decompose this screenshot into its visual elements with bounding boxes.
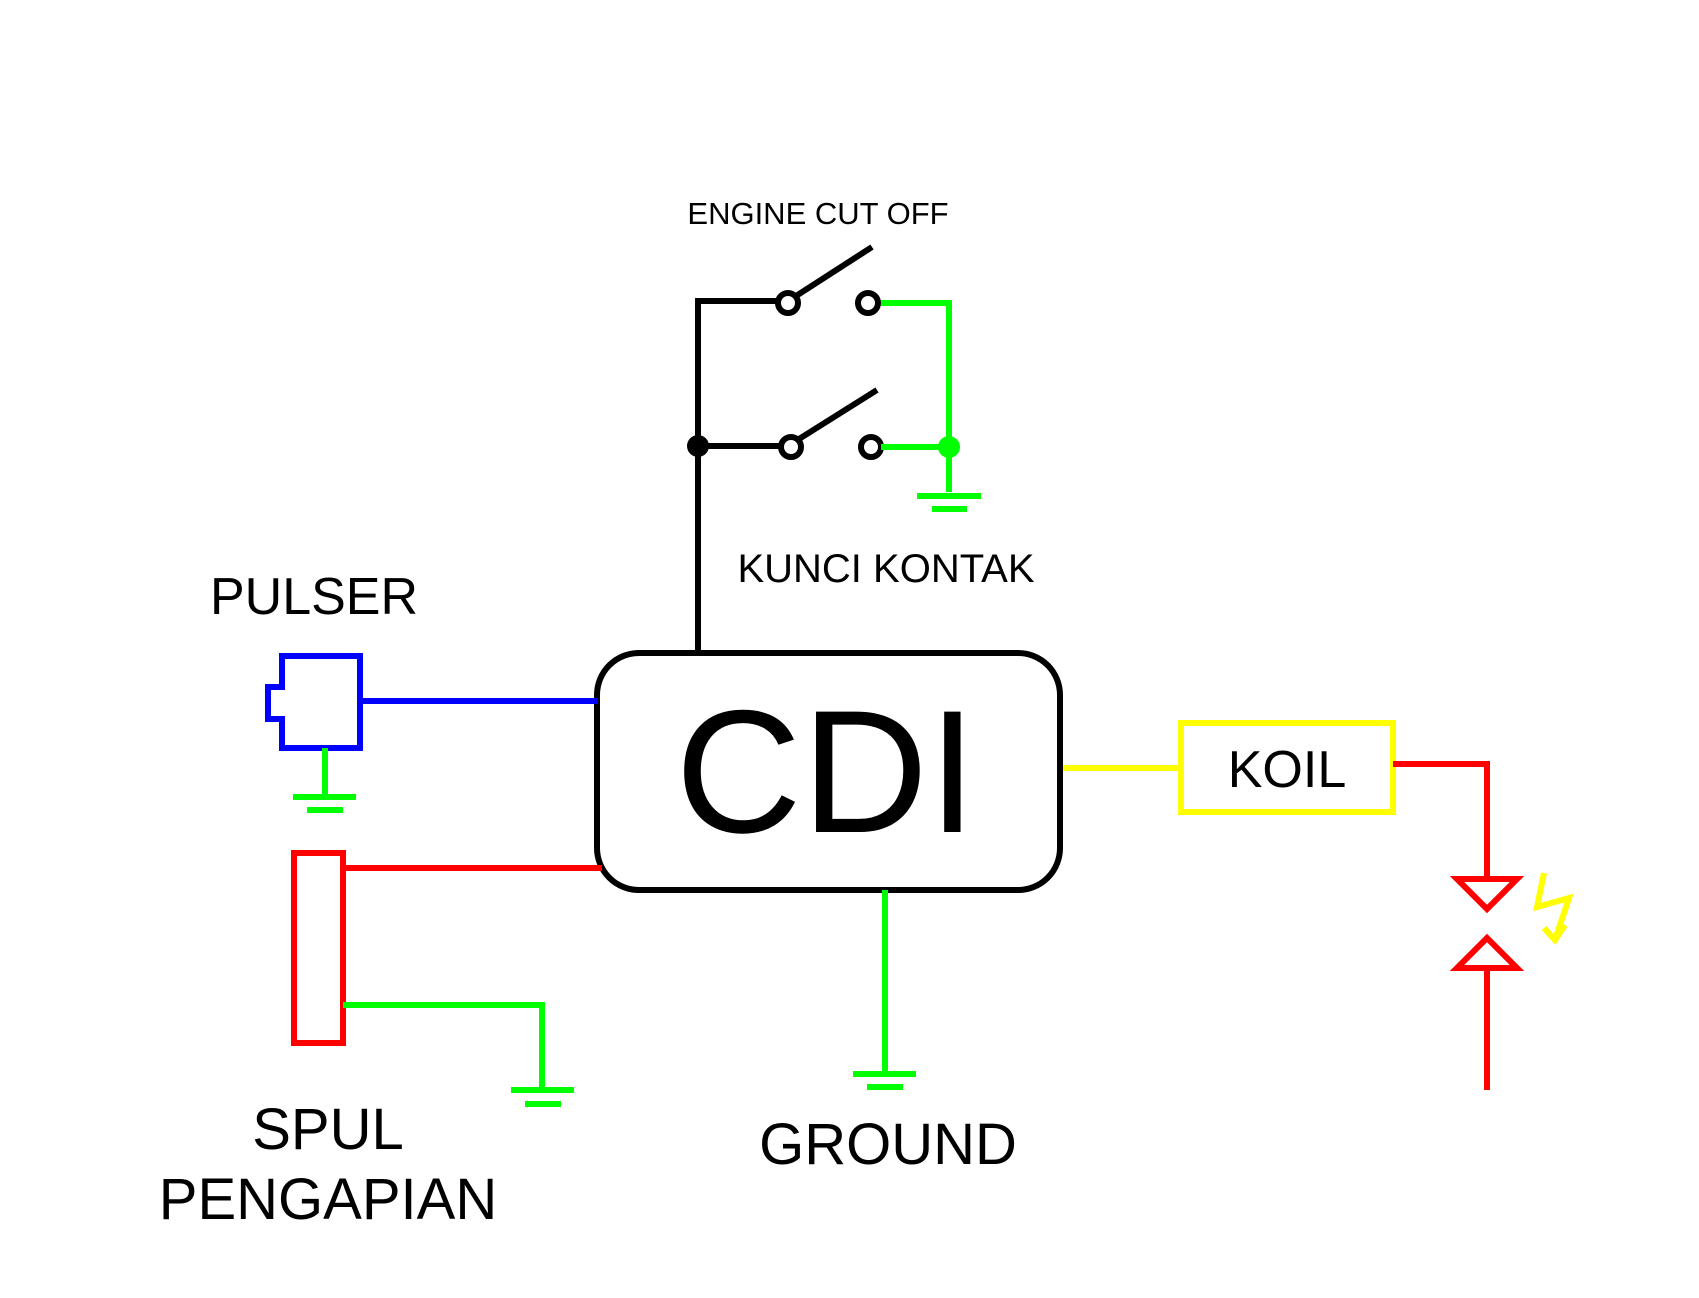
koil-box xyxy=(1178,720,1396,815)
cutoff-ground-wire xyxy=(881,300,952,492)
spul-pengapian-coil[interactable] xyxy=(291,850,346,1046)
ground-label: GROUND xyxy=(759,1112,1017,1177)
cdi-label: CDI xyxy=(675,675,976,870)
cutoff-contact-left xyxy=(775,290,801,316)
pulser-ground xyxy=(293,748,356,813)
spark-gap-lower-electrode xyxy=(1449,933,1525,971)
cdi-box xyxy=(594,650,1063,893)
kunci-lever xyxy=(797,387,879,442)
spark-gap-upper-electrode xyxy=(1449,876,1525,914)
cutoff-lever xyxy=(794,244,874,299)
kunci-kontak-switch[interactable] xyxy=(778,387,884,460)
koil-coil[interactable]: KOIL xyxy=(1178,720,1396,815)
cdi-unit[interactable]: CDI xyxy=(594,650,1063,893)
spul-ground-wire xyxy=(343,1002,545,1088)
cutoff-switch-black-wire xyxy=(695,298,779,450)
engine-cut-off-switch[interactable] xyxy=(775,244,881,316)
lightning-icon xyxy=(1533,872,1574,945)
lightning-arrowhead xyxy=(1541,923,1568,945)
junction-dot-left xyxy=(687,435,709,457)
cdi-ground xyxy=(853,890,916,1090)
koil-spark-wire xyxy=(1393,761,1490,879)
spul-ground xyxy=(343,1002,574,1107)
switch-ground-wiring xyxy=(881,300,981,512)
spark-plug xyxy=(1449,872,1574,1090)
pulser-label: PULSER xyxy=(210,568,418,626)
kunci-contact-right xyxy=(858,434,884,460)
kunci-contact-left xyxy=(778,434,804,460)
spul-label-line1: SPUL xyxy=(252,1097,404,1162)
kunci-kontak-label: KUNCI KONTAK xyxy=(737,547,1034,591)
spul-body xyxy=(291,850,346,1046)
engine-cut-off-label: ENGINE CUT OFF xyxy=(687,196,948,231)
spul-label-line2: PENGAPIAN xyxy=(159,1167,497,1232)
pulser-body xyxy=(265,653,363,751)
pulser-sensor[interactable] xyxy=(265,653,363,751)
cutoff-contact-right xyxy=(855,290,881,316)
switch-black-wiring xyxy=(687,298,782,653)
junction-dot-right xyxy=(938,436,960,458)
lightning-bolt xyxy=(1533,872,1574,941)
koil-label: KOIL xyxy=(1228,741,1347,799)
